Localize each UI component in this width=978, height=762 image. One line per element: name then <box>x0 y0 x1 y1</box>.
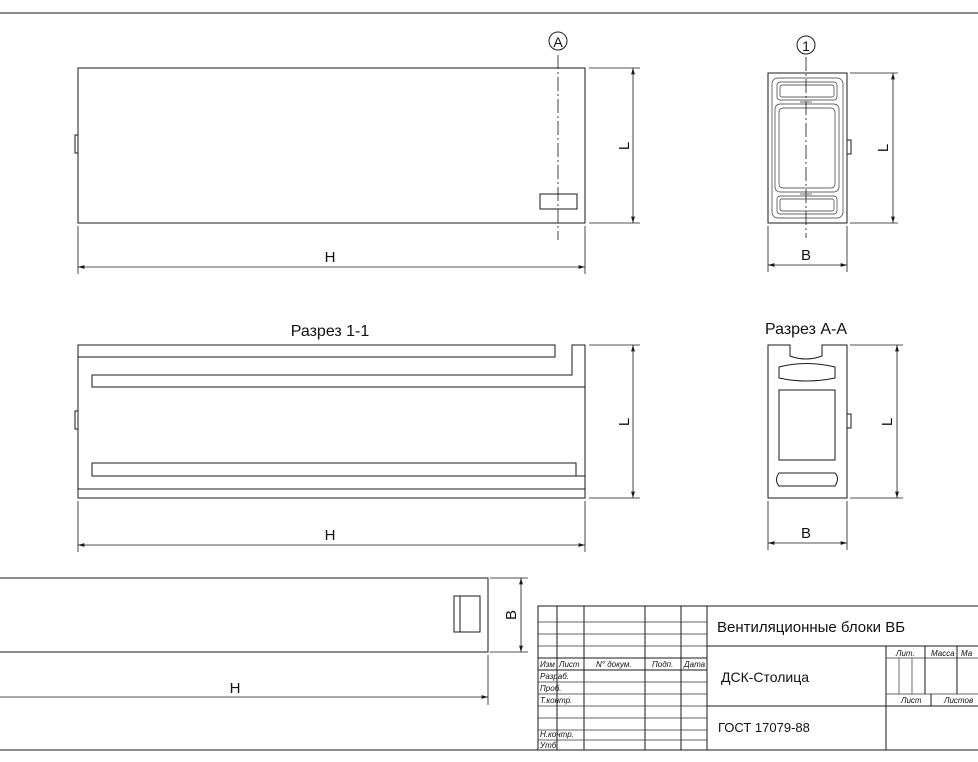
section-1-1-dim-h: H <box>325 527 336 544</box>
tb-mass: Масса <box>931 649 955 658</box>
tb-sheet: Лист <box>900 696 922 705</box>
tb-col-list: Лист <box>558 660 580 669</box>
side-view: 1 L B <box>767 35 898 272</box>
tb-organization: ДСК-Столица <box>721 669 809 685</box>
title-block: Изм Лист N° докум. Подп. Дата Разраб. Пр… <box>537 605 978 751</box>
tb-sheets: Листов <box>943 696 973 705</box>
tb-row-tkontr: Т.контр. <box>540 696 572 705</box>
top-dim-b: B <box>503 610 520 620</box>
side-dim-l: L <box>875 144 892 152</box>
tb-row-razrab: Разраб. <box>540 672 569 681</box>
side-axis-marker: 1 <box>802 38 810 54</box>
section-1-1-dim-l: L <box>616 418 633 426</box>
tb-col-doc: N° докум. <box>596 660 632 669</box>
front-axis-marker: A <box>553 34 563 50</box>
section-1-1-title: Разрез 1-1 <box>291 323 370 340</box>
section-1-1: Разрез 1-1 L H <box>74 323 640 552</box>
tb-col-izm: Изм <box>540 660 555 669</box>
top-view: B H <box>0 577 528 705</box>
front-dim-h: H <box>325 249 336 266</box>
section-a-a: Разрез А-А L B <box>765 321 903 550</box>
tb-col-date: Дата <box>683 660 706 669</box>
tb-row-utb: Утб. <box>539 741 559 750</box>
sheet-frame <box>0 12 978 751</box>
tb-product-title: Вентиляционные блоки ВБ <box>717 619 905 636</box>
tb-standard: ГОСТ 17079-88 <box>718 720 810 735</box>
tb-row-nkontr: Н.контр. <box>540 730 574 739</box>
section-a-a-title: Разрез А-А <box>765 321 847 338</box>
section-a-a-dim-l: L <box>879 418 896 426</box>
tb-col-sign: Подп. <box>652 660 673 669</box>
section-a-a-dim-b: B <box>801 525 811 542</box>
side-dim-b: B <box>801 247 811 264</box>
tb-lit: Лит. <box>895 649 915 658</box>
front-view: A L H <box>74 31 640 274</box>
front-dim-l: L <box>616 142 633 150</box>
tb-row-prob: Проб. <box>540 684 561 693</box>
tb-scale: Ма <box>961 649 973 658</box>
top-dim-h: H <box>230 680 241 697</box>
